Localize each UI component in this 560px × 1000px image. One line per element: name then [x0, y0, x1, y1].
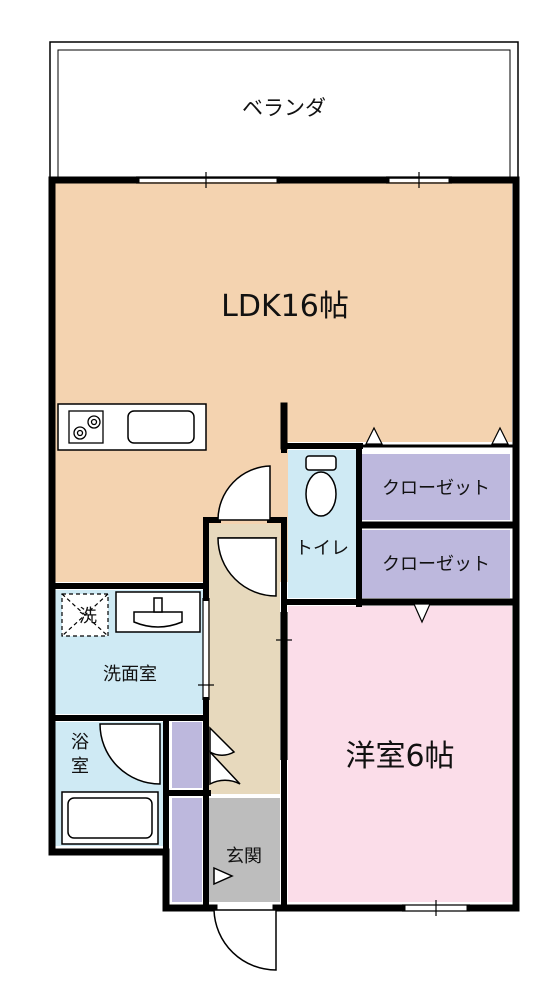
ldk-area [55, 182, 512, 582]
entrance-label: 玄関 [226, 846, 262, 867]
windows [136, 172, 470, 916]
washer-label: 洗 [79, 606, 97, 627]
entrance-area [208, 798, 280, 902]
toilet-label: トイレ [295, 538, 349, 559]
washroom-label: 洗面室 [103, 664, 157, 685]
walls [48, 176, 520, 912]
western-room-label: 洋室6帖 [345, 739, 454, 774]
closet-upper-area [362, 454, 510, 520]
veranda-area [49, 41, 519, 179]
bath-label-line2: 室 [71, 756, 89, 777]
ldk-label: LDK16帖 [221, 289, 349, 324]
closet-lower-area [362, 530, 510, 598]
storage-lower-area [172, 798, 202, 902]
bath-label-line1: 浴 [71, 732, 89, 753]
western-room-area [288, 606, 512, 902]
stove-icon [68, 410, 104, 444]
closet-door-markers [365, 426, 509, 624]
storage-upper-area [172, 722, 202, 788]
washer-space [61, 593, 109, 637]
closet-lower-label: クローゼット [382, 554, 490, 575]
veranda-label: ベランダ [242, 96, 326, 120]
sink-icon [115, 591, 201, 633]
doors [99, 465, 278, 971]
toilet-icon [305, 455, 337, 517]
closet-upper-label: クローゼット [382, 478, 490, 499]
bathtub-icon [61, 791, 159, 845]
kitchen-counter [57, 403, 207, 451]
